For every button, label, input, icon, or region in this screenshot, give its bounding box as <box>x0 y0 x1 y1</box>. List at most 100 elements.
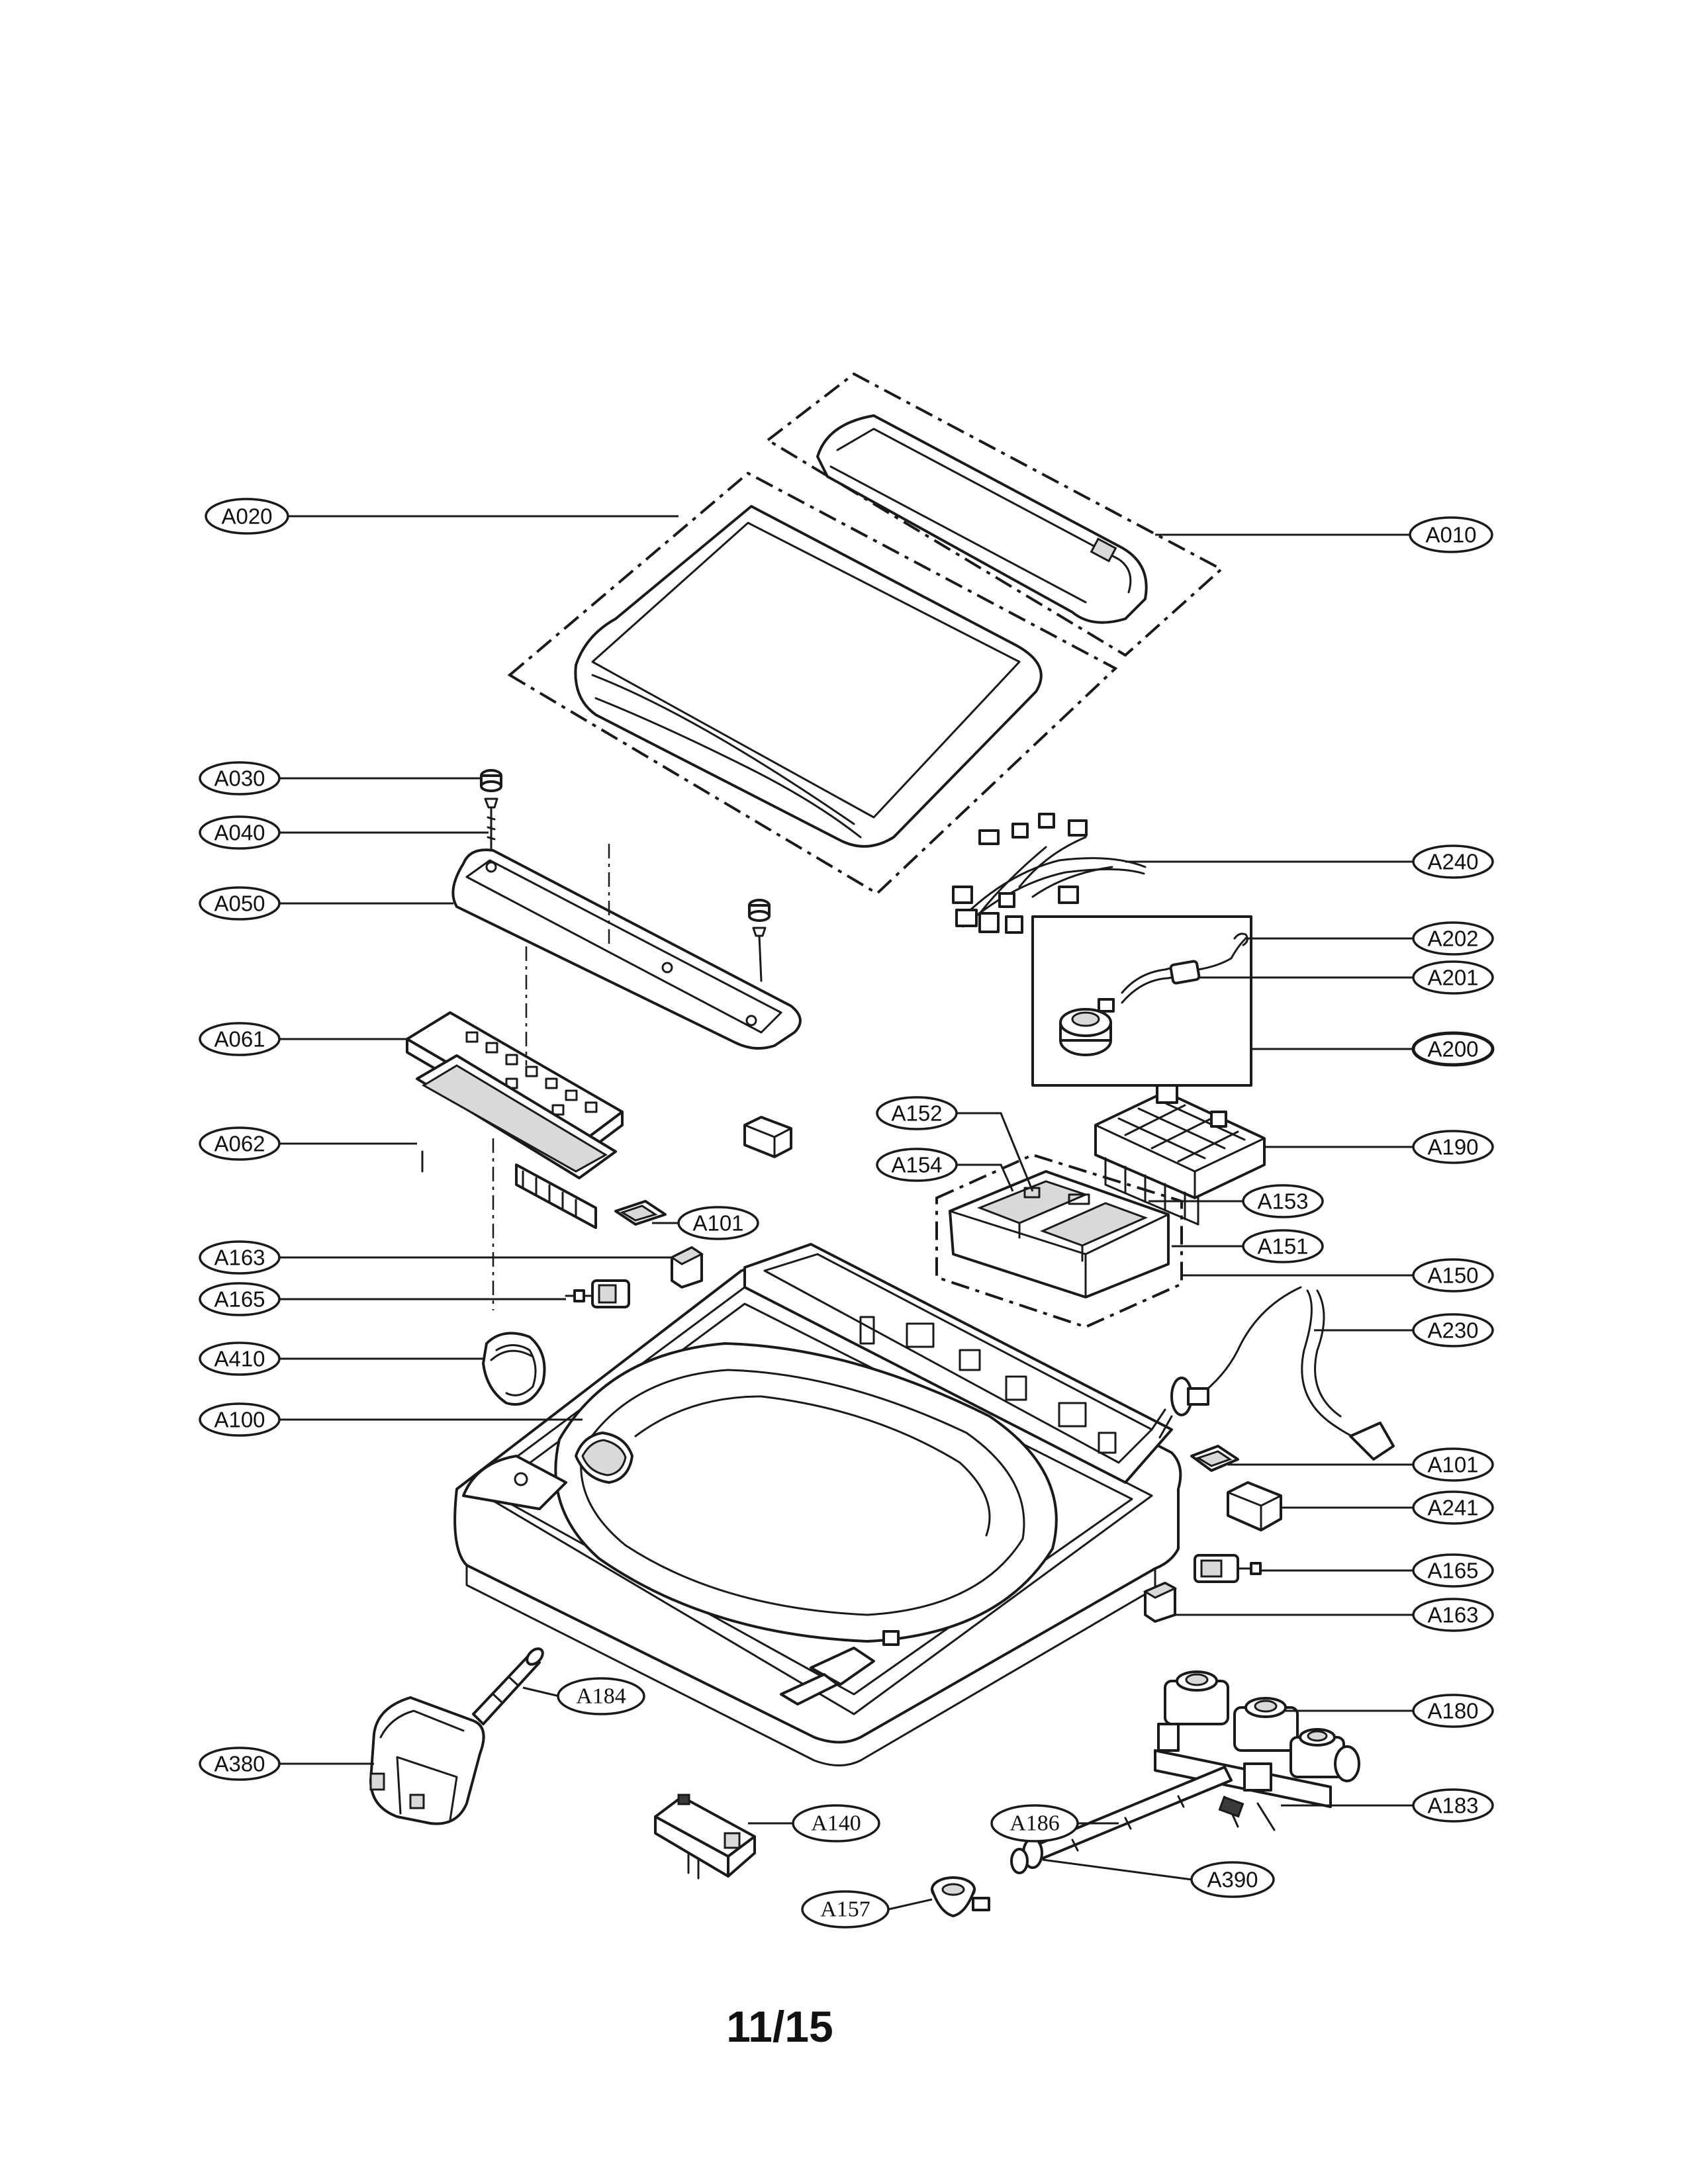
callout-A390: A390 <box>1190 1861 1275 1898</box>
svg-text:A152: A152 <box>891 1101 942 1126</box>
hose-connector-part <box>472 1647 544 1725</box>
callout-A165-lower: A165 <box>1412 1553 1494 1588</box>
callout-A165-upper: A165 <box>199 1282 281 1316</box>
clip-part-lower <box>1190 1445 1239 1472</box>
svg-text:A410: A410 <box>214 1347 265 1371</box>
cap-screw-left <box>480 769 502 860</box>
callout-A186: A186 <box>990 1804 1079 1843</box>
svg-text:A140: A140 <box>811 1811 861 1836</box>
callout-A201: A201 <box>1412 960 1494 995</box>
lid-handle-part <box>765 372 1224 657</box>
lock-switch-lower <box>1194 1554 1262 1583</box>
page-number: 11/15 <box>726 2002 833 2051</box>
svg-text:A153: A153 <box>1257 1189 1308 1214</box>
svg-text:A186: A186 <box>1009 1811 1060 1836</box>
reservoir-cup-part <box>369 1696 485 1825</box>
callout-A190: A190 <box>1412 1130 1494 1164</box>
svg-text:A240: A240 <box>1427 850 1478 874</box>
callout-A163-upper: A163 <box>199 1240 281 1275</box>
callout-A184: A184 <box>557 1677 645 1715</box>
power-cord-part <box>1150 1286 1395 1461</box>
callout-A101-lower: A101 <box>1412 1447 1494 1482</box>
callout-A200: A200 <box>1411 1031 1495 1067</box>
svg-text:A230: A230 <box>1427 1318 1478 1343</box>
svg-text:A165: A165 <box>1427 1559 1478 1583</box>
callout-A154: A154 <box>876 1148 958 1182</box>
callout-A040: A040 <box>199 815 281 850</box>
svg-text:A061: A061 <box>214 1027 265 1052</box>
svg-text:A151: A151 <box>1257 1234 1308 1259</box>
callout-A062: A062 <box>199 1126 281 1161</box>
callout-A230: A230 <box>1412 1313 1494 1347</box>
svg-text:A163: A163 <box>1427 1603 1478 1627</box>
svg-text:A020: A020 <box>221 504 272 529</box>
lock-switch-upper <box>565 1279 630 1308</box>
callout-A163-lower: A163 <box>1412 1598 1494 1632</box>
control-panel-cover-part <box>451 844 802 1050</box>
svg-text:A010: A010 <box>1425 523 1476 547</box>
svg-text:A150: A150 <box>1427 1263 1478 1288</box>
door-switch-part <box>654 1794 756 1880</box>
callout-A050: A050 <box>199 886 281 921</box>
svg-text:A101: A101 <box>692 1211 743 1236</box>
svg-text:A200: A200 <box>1427 1037 1478 1062</box>
inlet-valve-part <box>1154 1670 1360 1831</box>
callout-A030: A030 <box>199 761 281 796</box>
svg-text:A180: A180 <box>1427 1699 1478 1723</box>
callout-A100: A100 <box>199 1402 281 1437</box>
callout-A010: A010 <box>1409 516 1493 553</box>
svg-text:A062: A062 <box>214 1132 265 1156</box>
dispenser-drawer-part <box>935 1153 1183 1329</box>
callout-A020: A020 <box>205 498 289 535</box>
clip-part-upper <box>614 1200 667 1226</box>
callout-A061: A061 <box>199 1022 281 1056</box>
inlet-hose-part <box>1010 1766 1233 1874</box>
pcb-assembly-part <box>406 946 624 1310</box>
svg-text:A030: A030 <box>214 766 265 791</box>
svg-text:A101: A101 <box>1427 1453 1478 1477</box>
callout-A241: A241 <box>1412 1490 1494 1525</box>
funnel-part <box>931 1876 990 1917</box>
callout-A153: A153 <box>1242 1184 1324 1218</box>
leader-lines <box>279 515 1413 1911</box>
connector-cap-upper <box>670 1246 704 1289</box>
svg-text:A190: A190 <box>1427 1135 1478 1160</box>
svg-text:A165: A165 <box>214 1287 265 1312</box>
callout-A157: A157 <box>801 1890 890 1929</box>
callout-A240: A240 <box>1412 844 1494 879</box>
top-cover-part <box>453 1243 1182 1766</box>
callout-A180: A180 <box>1412 1694 1494 1728</box>
svg-text:A380: A380 <box>214 1752 265 1776</box>
callout-A183: A183 <box>1412 1788 1494 1823</box>
callout-A101-upper: A101 <box>677 1206 759 1240</box>
callout-A202: A202 <box>1412 921 1494 956</box>
cap-screw-right <box>748 899 771 982</box>
svg-text:A163: A163 <box>214 1246 265 1270</box>
svg-text:A201: A201 <box>1427 966 1478 990</box>
noise-filter-part <box>1227 1481 1282 1531</box>
noise-filter-part-2 <box>743 1116 792 1158</box>
svg-text:A157: A157 <box>820 1897 870 1922</box>
svg-text:A040: A040 <box>214 821 265 845</box>
wire-harness-part <box>952 813 1147 934</box>
callout-A410: A410 <box>199 1342 281 1376</box>
svg-text:A100: A100 <box>214 1408 265 1432</box>
svg-text:A184: A184 <box>576 1684 626 1709</box>
lid-glass-part <box>507 471 1118 895</box>
filter-gasket-part <box>482 1332 546 1406</box>
svg-text:A390: A390 <box>1207 1868 1258 1892</box>
dispenser-housing-part <box>1094 1084 1266 1226</box>
callout-A152: A152 <box>876 1096 958 1130</box>
callout-A380: A380 <box>199 1747 281 1781</box>
svg-text:A050: A050 <box>214 891 265 916</box>
svg-text:A154: A154 <box>891 1153 942 1177</box>
connector-cap-lower <box>1143 1582 1178 1623</box>
pressure-switch-part <box>1031 915 1252 1087</box>
svg-text:A183: A183 <box>1427 1794 1478 1818</box>
callout-A140: A140 <box>792 1804 880 1843</box>
svg-text:A241: A241 <box>1427 1496 1478 1520</box>
callout-A150: A150 <box>1412 1258 1494 1293</box>
svg-text:A202: A202 <box>1427 927 1478 951</box>
callout-A151: A151 <box>1242 1229 1324 1263</box>
